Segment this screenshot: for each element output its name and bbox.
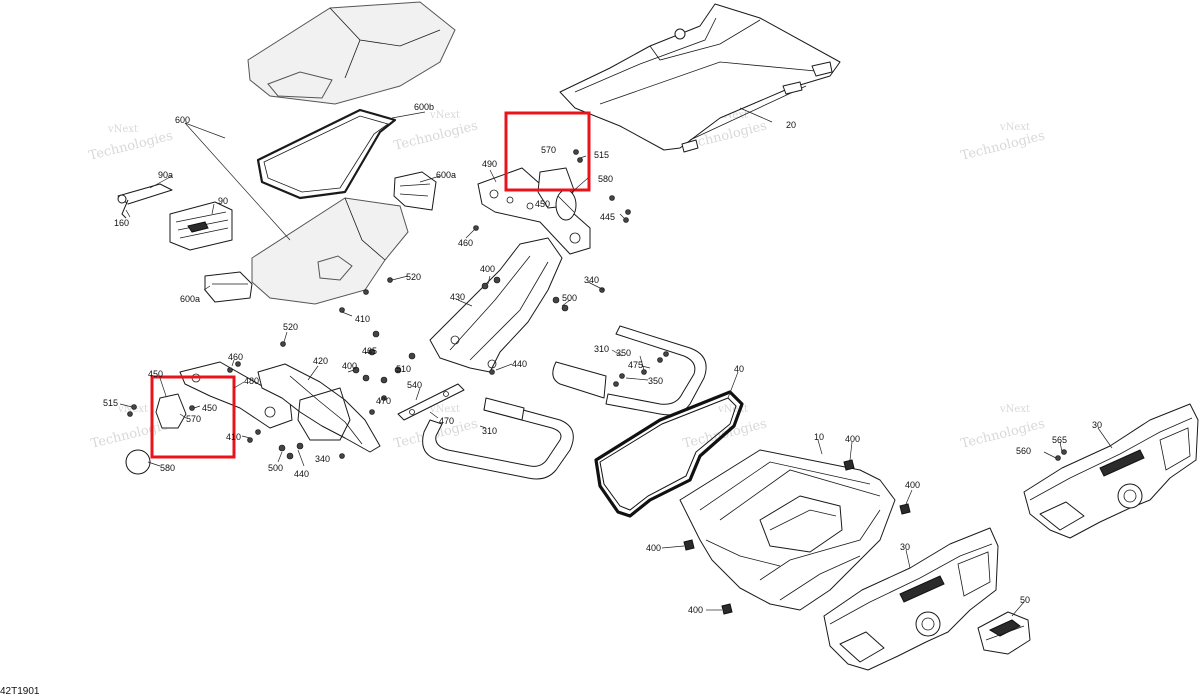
part-label: 90a: [158, 170, 173, 180]
latch-50: [977, 611, 1031, 655]
part-label: 350: [648, 376, 663, 386]
watermark-text: Technologies: [392, 119, 479, 154]
part-label: 450: [535, 199, 550, 209]
callout-highlight-top: [504, 111, 591, 192]
part-label: 410: [355, 314, 370, 324]
watermark-text: vNext: [429, 110, 460, 121]
watermark-text: Technologies: [959, 417, 1046, 452]
part-label: 160: [114, 218, 129, 228]
part-label: 500: [562, 293, 577, 303]
part-label: 475: [628, 360, 643, 370]
part-label: 420: [313, 356, 328, 366]
callout-highlight-left: [150, 375, 236, 459]
watermark-text: vNext: [999, 122, 1030, 133]
part-label: 400: [845, 434, 860, 444]
part-labels: 600 600b 600a 600a 90a 90 160 520 410 52…: [103, 102, 1102, 615]
part-label: 520: [406, 272, 421, 282]
part-label: 515: [103, 398, 118, 408]
rear-panel-20: [559, 3, 841, 153]
watermark-text: vNext: [107, 124, 138, 135]
part-label: 515: [594, 150, 609, 160]
part-label: 50: [1020, 595, 1030, 605]
part-label: 460: [228, 352, 243, 362]
left-hinge-bracket: [125, 330, 465, 475]
part-label: 400: [905, 480, 920, 490]
part-label: 440: [512, 359, 527, 369]
part-label: 400: [480, 264, 495, 274]
part-label: 470: [376, 396, 391, 406]
part-label: 560: [1016, 446, 1031, 456]
part-label: 580: [160, 463, 175, 473]
part-label: 340: [584, 275, 599, 285]
watermark-text: vNext: [117, 404, 148, 415]
watermark-text: vNext: [999, 404, 1030, 415]
storage-lid-assembly: [204, 1, 456, 305]
part-label: 580: [598, 174, 613, 184]
side-cover-30-left: [823, 527, 999, 671]
part-label: 570: [186, 414, 201, 424]
part-label: 480: [244, 376, 259, 386]
part-label: 500: [268, 463, 283, 473]
part-label: 450: [148, 369, 163, 379]
part-label: 310: [594, 344, 609, 354]
part-label: 565: [1052, 435, 1067, 445]
part-label: 30: [900, 542, 910, 552]
part-label: 450: [202, 403, 217, 413]
leader-lines: [119, 107, 1113, 617]
grab-rails: [422, 325, 707, 480]
part-label: 440: [294, 469, 309, 479]
part-label: 400: [688, 605, 703, 615]
part-label: 600a: [180, 294, 200, 304]
part-label: 410: [226, 432, 241, 442]
part-label: 445: [600, 212, 615, 222]
watermark-text: Technologies: [959, 129, 1046, 164]
part-label: 90: [218, 196, 228, 206]
part-label: 340: [315, 454, 330, 464]
part-label: 40: [734, 364, 744, 374]
part-label: 570: [541, 145, 556, 155]
part-label: 350: [616, 348, 631, 358]
diagram-reference-code: 42T1901: [0, 686, 40, 697]
side-cover-30-right: [1023, 403, 1199, 539]
tool-kit: [117, 183, 233, 251]
part-label: 30: [1092, 420, 1102, 430]
part-label: 600b: [414, 102, 434, 112]
gasket-40: [594, 390, 744, 518]
watermark-text: vNext: [717, 404, 748, 415]
watermark-text: vNext: [429, 404, 460, 415]
part-label: 400: [646, 543, 661, 553]
watermark-text: vNext: [717, 110, 748, 121]
part-label: 600: [175, 115, 190, 125]
part-label: 540: [407, 380, 422, 390]
part-label: 490: [482, 159, 497, 169]
part-label: 465: [362, 346, 377, 356]
part-label: 310: [482, 426, 497, 436]
part-label: 470: [439, 416, 454, 426]
part-label: 20: [786, 120, 796, 130]
part-label: 400: [342, 361, 357, 371]
storage-tray-10: [679, 449, 911, 615]
part-label: 520: [283, 322, 298, 332]
part-label: 600a: [436, 170, 456, 180]
part-label: 430: [450, 292, 465, 302]
part-label: 510: [396, 364, 411, 374]
part-label: 460: [458, 238, 473, 248]
part-label: 10: [814, 432, 824, 442]
